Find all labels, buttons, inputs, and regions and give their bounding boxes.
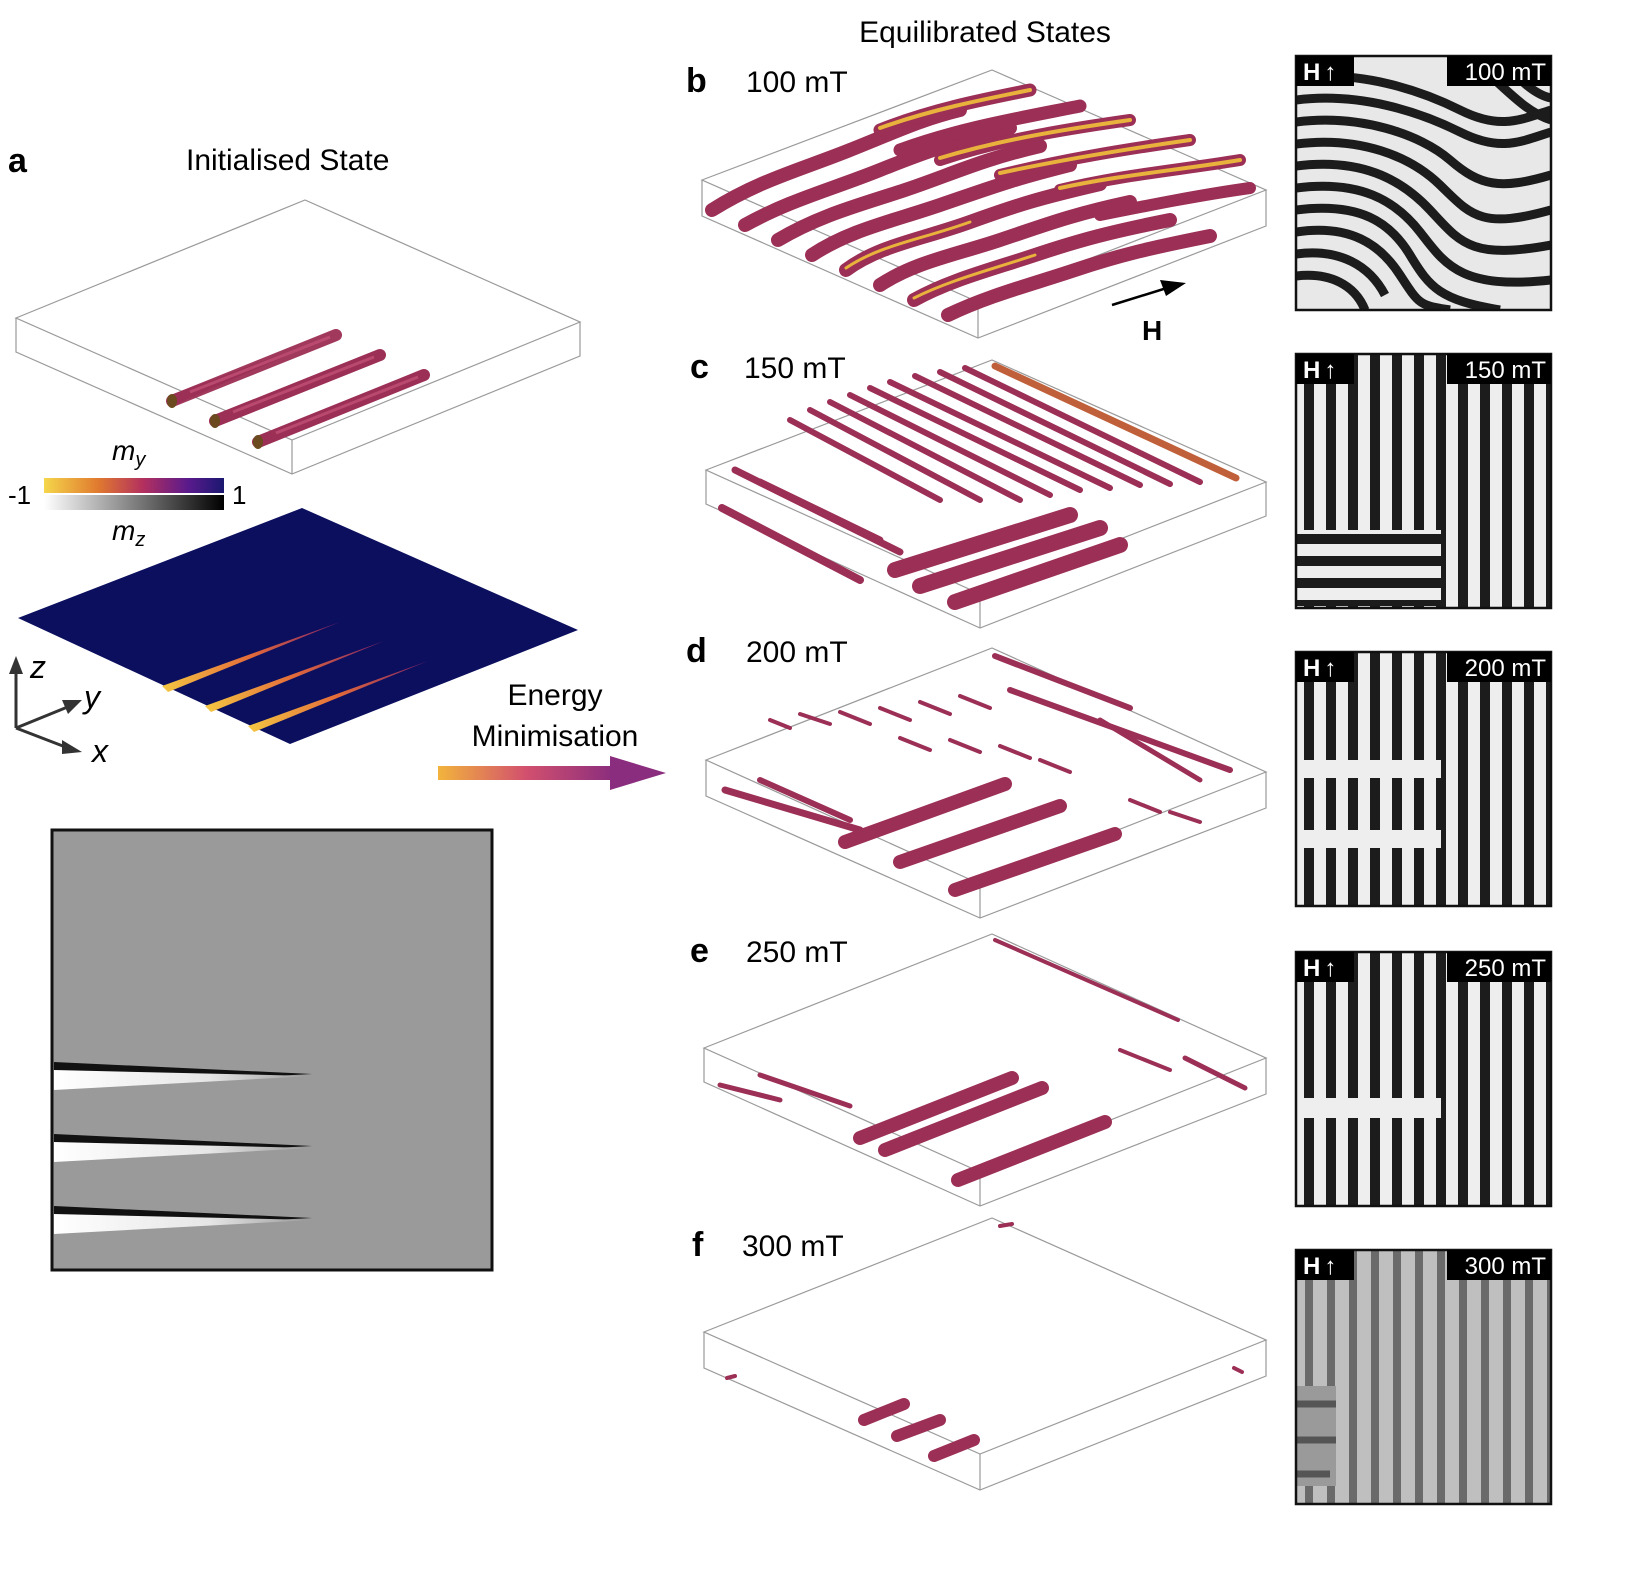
axis-z-label: z	[29, 649, 46, 685]
inset-c-field: 150 mT	[1465, 357, 1547, 384]
panel-c-letter: c	[690, 348, 709, 386]
panel-c-field: 150 mT	[744, 352, 846, 385]
panel-f-letter: f	[692, 1226, 704, 1264]
inset-d: H↑ 200 mT	[1294, 650, 1553, 908]
colorbar-max: 1	[232, 480, 246, 510]
panel-b-field: 100 mT	[746, 66, 848, 99]
panel-e-domains	[717, 938, 1248, 1187]
colorbar-mz-label: mz	[112, 515, 145, 551]
panel-a-letter: a	[8, 142, 28, 180]
arrow-label-line1: Energy	[507, 679, 602, 712]
panel-b-inset: H↑ 100 mT	[1294, 54, 1553, 312]
inset-d-field: 200 mT	[1465, 655, 1547, 682]
colorbar-mz	[44, 495, 224, 510]
inset-f-field: 300 mT	[1465, 1253, 1547, 1280]
panel-d-field: 200 mT	[746, 636, 848, 669]
axis-x-label: x	[90, 733, 109, 769]
colorbar-my-label: my	[112, 435, 146, 471]
panel-e-field: 250 mT	[746, 936, 848, 969]
inset-e: H↑ 250 mT	[1294, 950, 1553, 1208]
inset-b-h-label: H↑	[1303, 59, 1336, 86]
inset-b-field: 100 mT	[1465, 59, 1547, 86]
panel-a-title: Initialised State	[186, 144, 389, 177]
colorbar-min: -1	[8, 480, 31, 510]
inset-e-h-label: H↑	[1303, 955, 1336, 982]
inset-f-h-label: H↑	[1303, 1253, 1336, 1280]
initial-tubes	[166, 329, 430, 449]
panel-f-domains	[725, 1222, 1244, 1462]
inset-e-field: 250 mT	[1465, 955, 1547, 982]
energy-minimisation-arrow	[438, 756, 666, 790]
inset-f: H↑ 300 mT	[1294, 1248, 1553, 1506]
equilibrated-title: Equilibrated States	[859, 16, 1111, 49]
panel-b-letter: b	[686, 62, 707, 100]
panel-d-letter: d	[686, 632, 707, 670]
axis-y-label: y	[82, 679, 102, 715]
field-arrow	[1111, 280, 1186, 307]
mz-projection	[50, 828, 494, 1272]
arrow-label-line2: Minimisation	[472, 720, 639, 753]
initial-state-box	[14, 199, 582, 475]
inset-c: H↑ 150 mT	[1294, 352, 1553, 610]
panel-e-letter: e	[690, 932, 709, 970]
colorbar: my -1 1 mz	[8, 435, 246, 551]
inset-d-h-label: H↑	[1303, 655, 1336, 682]
panel-c-domains	[718, 362, 1240, 610]
colorbar-my	[44, 478, 224, 493]
panel-f-field: 300 mT	[742, 1230, 844, 1263]
panel-b-domains	[705, 83, 1256, 322]
panel-d-domains	[721, 653, 1233, 897]
panel-d-box	[704, 647, 1268, 919]
axes-triad	[9, 656, 82, 754]
field-arrow-label: H	[1142, 315, 1162, 346]
my-slice	[18, 508, 578, 744]
inset-c-h-label: H↑	[1303, 357, 1336, 384]
